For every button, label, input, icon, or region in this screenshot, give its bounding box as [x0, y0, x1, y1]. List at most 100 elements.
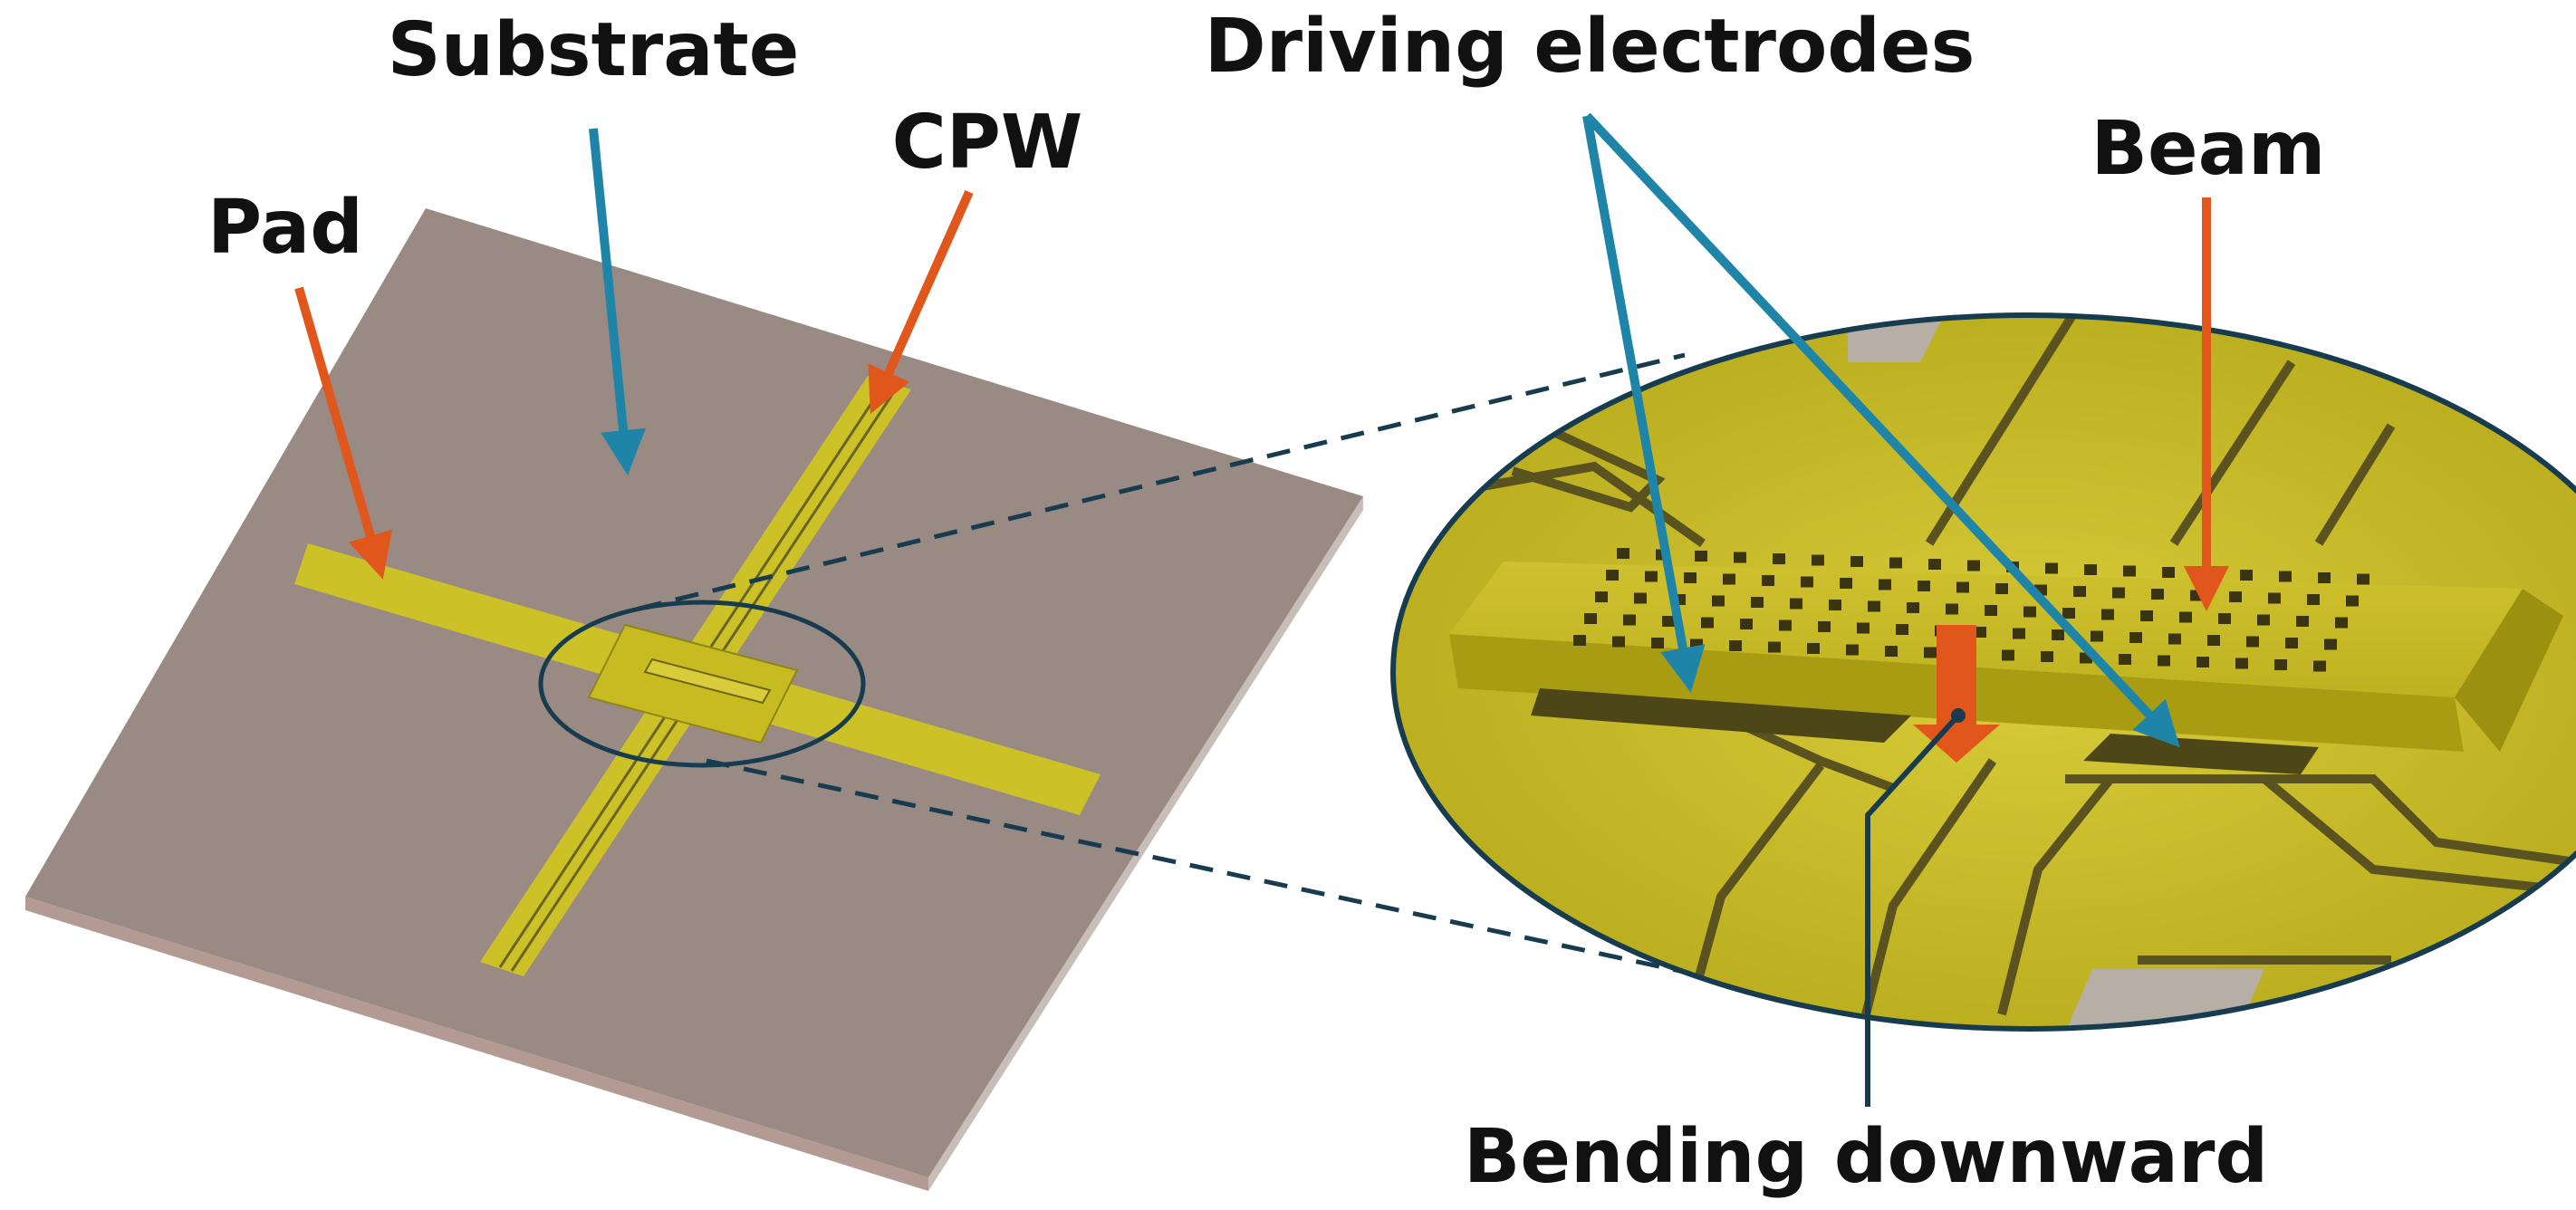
beam-hole [1573, 635, 1586, 646]
beam-hole [1773, 553, 1785, 564]
beam-hole [1762, 575, 1774, 586]
driving-electrode-arrow-right [1583, 112, 2180, 748]
zoom-view [1393, 315, 2576, 1029]
beam-hole [2346, 595, 2359, 607]
beam-hole [2052, 629, 2064, 640]
substrate-label: Substrate [387, 7, 800, 93]
substrate-arrow [589, 128, 646, 475]
beam-hole [1846, 644, 1859, 656]
beam-hole [1946, 603, 1958, 615]
zoom-connector-bottom [706, 758, 1903, 1022]
beam-hole [1974, 627, 1986, 638]
beam-hole [2112, 587, 2125, 599]
beam-hole [1896, 624, 1908, 635]
beam-hole [1645, 571, 1658, 582]
beam-hole [2240, 570, 2253, 581]
beam-hole [2357, 573, 2369, 585]
beam-hole [2140, 610, 2153, 621]
beam-hole [1807, 643, 1820, 654]
beam-hole [1985, 605, 1997, 616]
beam-hole [2101, 609, 2114, 620]
beam-hole [1740, 619, 1753, 629]
zoom-connector-top [638, 352, 1686, 611]
zoom-substrate-patch-top [1848, 315, 1956, 362]
beam-hole [2279, 571, 2292, 582]
beam-hole [1729, 640, 1742, 651]
beam-hole [1928, 559, 1941, 570]
beam-hole [1634, 592, 1647, 604]
beam-hole [2190, 590, 2203, 601]
driving-electrode-arrow-left [1582, 115, 1706, 693]
beam-hole [2062, 608, 2075, 619]
beam-hole [1623, 614, 1636, 626]
switch-beam-mini [643, 658, 772, 705]
electrode-gap-left [1531, 688, 1911, 743]
beam-end [2455, 589, 2563, 752]
beam-hole [1995, 583, 2008, 594]
bending-leader-line [1865, 713, 1961, 1107]
beam-hole [2073, 586, 2086, 597]
beam-hole [1879, 579, 1891, 591]
beam-hole [1840, 578, 1852, 589]
beam-hole [2285, 638, 2298, 648]
beam-hole [2158, 655, 2170, 667]
beam-hole [2002, 649, 2014, 661]
beam-hole [1956, 581, 1969, 593]
beam-hole [2229, 591, 2242, 602]
beam-hole [2296, 616, 2309, 627]
beam-hole [1690, 639, 1703, 650]
beam-hole [1734, 552, 1746, 563]
beam-hole [2324, 639, 2337, 650]
beam-hole [1850, 556, 1863, 567]
beam-hole [1712, 595, 1725, 607]
beam-hole [1723, 573, 1735, 585]
substrate-side-right [928, 496, 1363, 1191]
beam-hole [2218, 613, 2231, 624]
beam-hole [1695, 551, 1707, 562]
beam-hole [2119, 654, 2131, 665]
beam-hole [1651, 638, 1664, 648]
beam-hole [1584, 613, 1597, 624]
beam-hole [1684, 572, 1697, 583]
beam-hole [1812, 554, 1824, 566]
cpw-label: CPW [891, 100, 1083, 186]
beam-hole [1779, 619, 1792, 631]
cpw-lines [294, 376, 1101, 976]
pad-arrow [294, 286, 392, 580]
beam-hole [1857, 622, 1870, 634]
beam-hole [2013, 628, 2025, 639]
beam-hole [2179, 611, 2192, 623]
driving-electrodes-label: Driving electrodes [1204, 4, 1975, 90]
beam-hole [1751, 597, 1764, 608]
beam-hole [2045, 562, 2058, 574]
beam-hole [2196, 657, 2209, 667]
beam-hole [1790, 598, 1802, 610]
beam-hole [2123, 565, 2136, 577]
beam-hole [2335, 617, 2348, 629]
beam-hole [2168, 633, 2181, 645]
beam-hole [2084, 564, 2097, 575]
substrate-side-left [25, 897, 928, 1191]
beam-hole [2129, 632, 2142, 643]
beam-hole [2274, 659, 2287, 670]
beam-hole [1918, 581, 1930, 591]
beam-hole [1617, 548, 1629, 559]
beam-hole [1801, 576, 1813, 588]
beam-hole [1768, 641, 1781, 653]
beam-hole [1967, 560, 1980, 571]
beam-hole [2235, 658, 2248, 669]
beam-hole [1907, 602, 1919, 613]
beam-hole [1885, 646, 1898, 657]
beam-hole [2207, 635, 2220, 646]
beam-holes [1573, 548, 2369, 672]
beam-hole [2246, 636, 2259, 648]
beam-hole [1868, 600, 1880, 612]
beam-hole [1595, 591, 1608, 602]
beam-hole [2162, 567, 2175, 578]
zoom-view-outline [1390, 312, 2576, 1032]
beam-hole [2151, 589, 2164, 600]
beam-hole [2313, 660, 2326, 672]
beam-hole [1889, 557, 1902, 569]
beam-hole [2091, 630, 2103, 642]
beam-hole [2318, 572, 2331, 583]
